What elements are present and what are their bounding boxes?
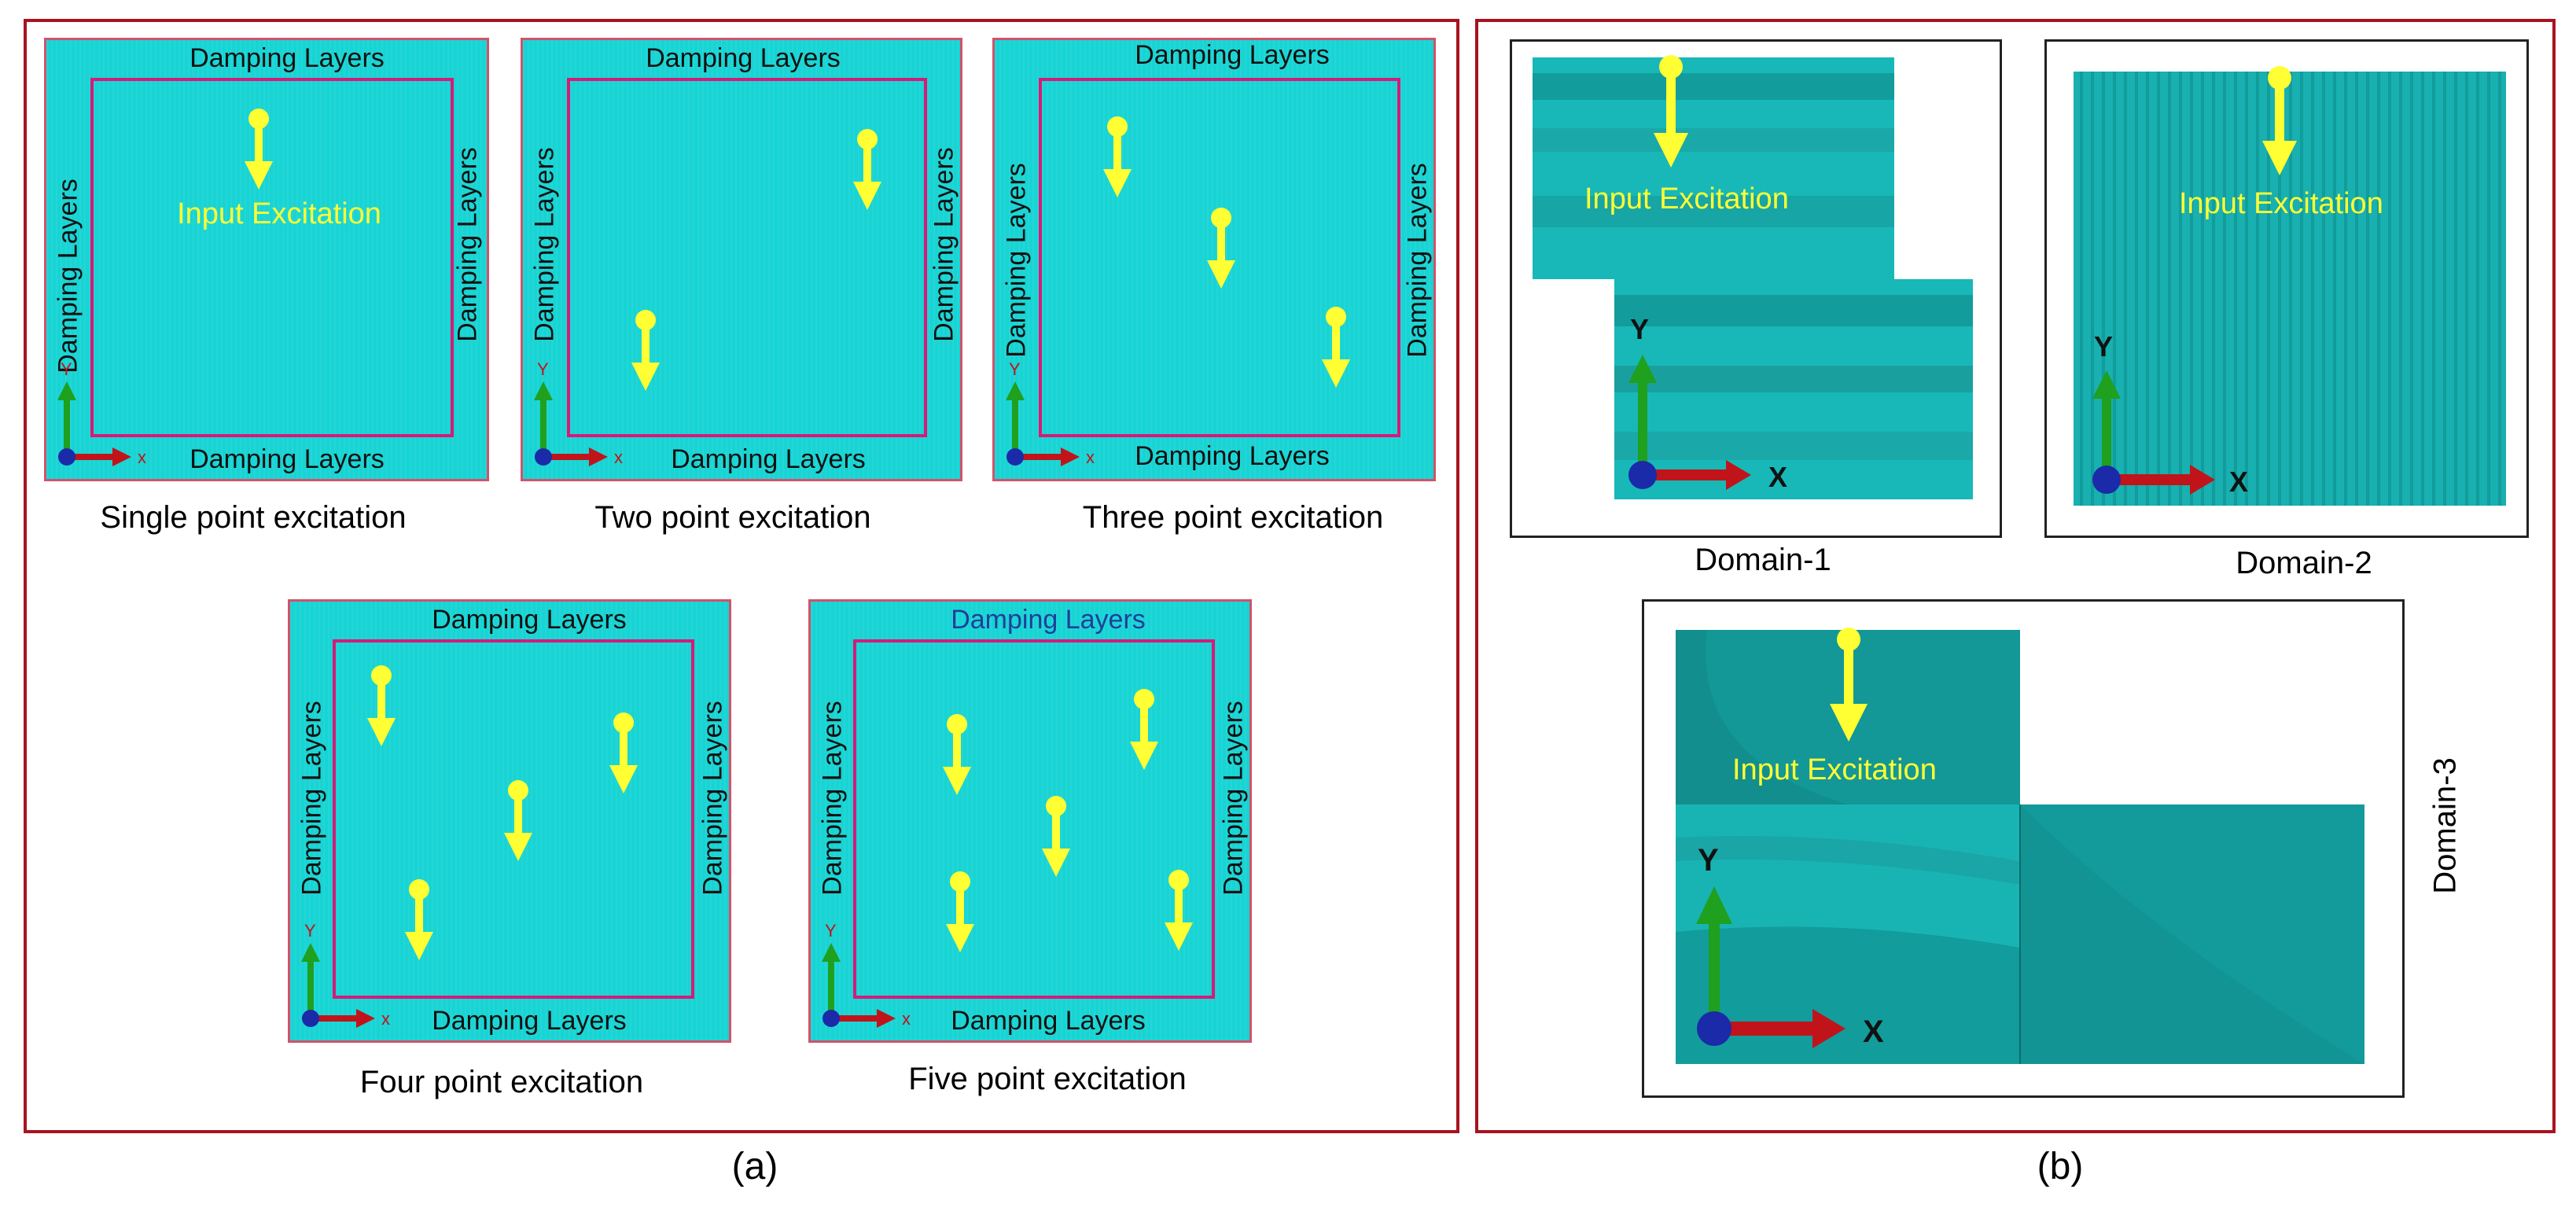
input-excitation-label: Input Excitation — [1584, 182, 1789, 215]
excitation-arrow-icon — [609, 712, 638, 793]
svg-text:x: x — [138, 447, 146, 467]
damping-label-left: Damping Layers — [529, 147, 560, 342]
excitation-arrow-icon — [1654, 55, 1688, 168]
axis-triad-icon: Yx — [301, 921, 390, 1029]
damping-label-right: Damping Layers — [1218, 701, 1249, 896]
damping-label-left: Damping Layers — [53, 179, 83, 374]
panel-a-frame — [24, 19, 1459, 1133]
axis-triad-icon: Yx — [534, 359, 623, 467]
excitation-arrow-icon — [631, 310, 660, 391]
caption-domain-2: Domain-2 — [2236, 546, 2372, 580]
axis-triad-icon: Y X — [1696, 843, 1884, 1049]
domain-2-geometry: Input Excitation Y X — [2074, 66, 2506, 506]
damping-boundary — [567, 78, 927, 437]
excitation-arrow-icon — [1130, 689, 1158, 770]
caption-three: Three point excitation — [1082, 500, 1384, 535]
damping-label-bottom: Damping Layers — [1135, 441, 1330, 471]
damping-label-bottom: Damping Layers — [951, 1006, 1146, 1036]
damping-label-right: Damping Layers — [697, 701, 728, 896]
damping-boundary — [90, 78, 454, 437]
excitation-arrow-icon — [1165, 870, 1193, 951]
excitation-arrow-icon — [943, 714, 971, 795]
domain-3-box: Input Excitation Y X — [1642, 599, 2405, 1098]
panel-b-caption: (b) — [2037, 1146, 2084, 1187]
case-single-panel: Damping Layers Damping Layers Damping La… — [44, 38, 489, 481]
damping-label-right: Damping Layers — [452, 147, 483, 342]
domain-3-geometry: Input Excitation Y X — [1676, 628, 2364, 1064]
caption-four: Four point excitation — [359, 1065, 644, 1099]
damping-label-top: Damping Layers — [951, 605, 1146, 635]
axis-triad-icon: Y X — [2092, 330, 2248, 498]
damping-label-left: Damping Layers — [1001, 163, 1032, 358]
caption-two: Two point excitation — [594, 500, 871, 535]
excitation-arrow-icon — [946, 871, 974, 952]
excitation-arrow-icon — [367, 665, 396, 746]
svg-text:Y: Y — [825, 921, 837, 941]
input-excitation-label: Input Excitation — [1732, 753, 1937, 786]
damping-label-right: Damping Layers — [929, 147, 959, 342]
svg-text:Y: Y — [61, 359, 72, 379]
case-three-panel: Damping Layers Damping Layers Damping La… — [992, 38, 1436, 481]
svg-text:X: X — [1768, 461, 1787, 493]
damping-label-top: Damping Layers — [190, 43, 385, 73]
svg-text:x: x — [381, 1009, 390, 1029]
damping-label-top: Damping Layers — [432, 605, 627, 635]
caption-domain-3: Domain-3 — [2427, 757, 2463, 894]
panel-b-frame — [1475, 19, 2556, 1133]
excitation-arrow-icon — [1103, 116, 1132, 197]
damping-label-top: Damping Layers — [1135, 40, 1330, 70]
damping-label-top: Damping Layers — [646, 43, 841, 73]
svg-text:Y: Y — [304, 921, 316, 941]
damping-label-bottom: Damping Layers — [671, 444, 866, 474]
axis-triad-icon: Yx — [1006, 359, 1095, 467]
excitation-arrow-icon — [2262, 66, 2297, 175]
damping-boundary — [333, 639, 694, 999]
svg-text:X: X — [1863, 1014, 1884, 1049]
svg-text:Y: Y — [1009, 359, 1021, 379]
case-five-panel: Damping Layers Damping Layers Damping La… — [808, 599, 1252, 1043]
damping-boundary — [853, 639, 1215, 999]
domain-1-box: Input Excitation Y X — [1510, 39, 2002, 538]
svg-text:x: x — [902, 1009, 911, 1029]
caption-domain-1: Domain-1 — [1695, 543, 1831, 577]
excitation-arrow-icon — [504, 780, 532, 861]
excitation-arrow-icon — [1207, 208, 1235, 289]
svg-text:Y: Y — [537, 359, 549, 379]
svg-text:Y: Y — [1698, 843, 1719, 878]
damping-label-bottom: Damping Layers — [190, 444, 385, 474]
svg-text:x: x — [614, 447, 623, 467]
svg-text:x: x — [1086, 447, 1095, 467]
excitation-arrow-icon — [245, 109, 273, 190]
panel-a-caption: (a) — [731, 1146, 778, 1187]
axis-triad-icon: Yx — [57, 359, 146, 467]
excitation-arrow-icon — [853, 129, 881, 210]
case-two-panel: Damping Layers Damping Layers Damping La… — [521, 38, 962, 481]
excitation-arrow-icon — [405, 879, 433, 960]
excitation-arrow-icon — [1830, 628, 1868, 742]
excitation-arrow-icon — [1322, 307, 1350, 388]
damping-label-right: Damping Layers — [1402, 163, 1433, 358]
case-four-panel: Damping Layers Damping Layers Damping La… — [288, 599, 731, 1043]
domain-2-box: Input Excitation Y X — [2044, 39, 2529, 538]
domain-1-geometry: Input Excitation Y X — [1533, 55, 1973, 499]
axis-triad-icon: Yx — [822, 921, 911, 1029]
svg-text:Y: Y — [2094, 330, 2113, 363]
damping-boundary — [1039, 78, 1400, 437]
damping-label-left: Damping Layers — [817, 701, 848, 896]
excitation-arrow-icon — [1042, 796, 1070, 877]
svg-text:X: X — [2229, 466, 2248, 498]
caption-five: Five point excitation — [908, 1062, 1187, 1096]
caption-single: Single point excitation — [100, 500, 407, 535]
axis-triad-icon: Y X — [1628, 313, 1787, 493]
svg-text:Y: Y — [1630, 313, 1649, 345]
damping-label-left: Damping Layers — [296, 701, 327, 896]
input-excitation-label: Input Excitation — [2179, 187, 2383, 220]
input-excitation-label: Input Excitation — [177, 197, 381, 230]
damping-label-bottom: Damping Layers — [432, 1006, 627, 1036]
